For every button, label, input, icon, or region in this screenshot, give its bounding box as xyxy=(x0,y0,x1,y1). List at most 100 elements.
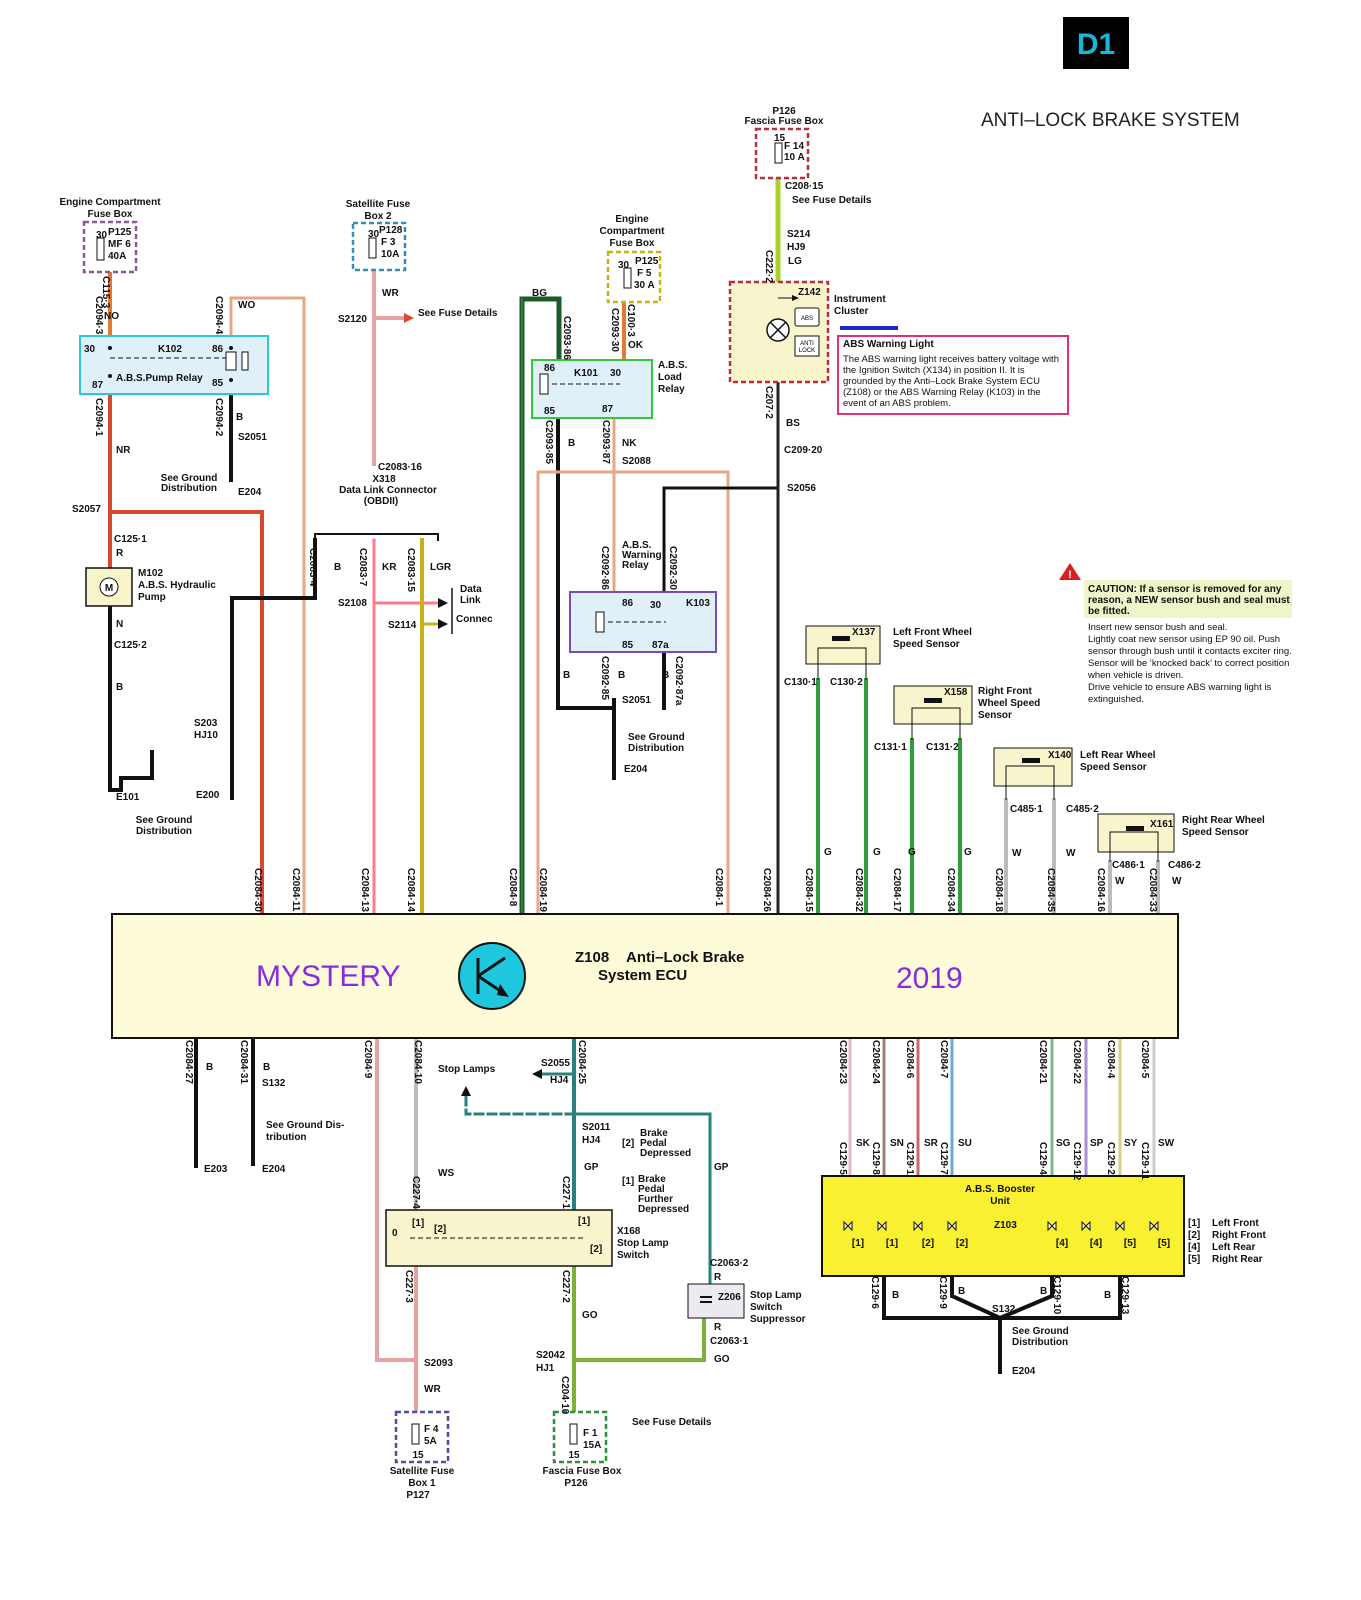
svg-text:[2]: [2] xyxy=(622,1138,634,1149)
svg-text:C100·3: C100·3 xyxy=(625,304,636,337)
svg-text:grounded by the Anti–Lock Brak: grounded by the Anti–Lock Brake System E… xyxy=(843,376,1040,387)
svg-text:Satellite Fuse: Satellite Fuse xyxy=(346,199,411,210)
svg-text:Depressed: Depressed xyxy=(638,1204,689,1215)
svg-text:W: W xyxy=(1012,848,1022,859)
wire-gp-2 xyxy=(572,1112,712,1286)
svg-text:X140: X140 xyxy=(1048,750,1072,761)
abs-warning-note: ABS Warning Light The ABS warning light … xyxy=(837,335,1069,415)
svg-text:[4]: [4] xyxy=(1188,1242,1200,1253)
svg-text:C204·10: C204·10 xyxy=(559,1376,570,1415)
svg-text:B: B xyxy=(116,682,123,693)
svg-text:B: B xyxy=(892,1290,899,1301)
svg-text:86: 86 xyxy=(622,598,634,609)
connector-label: C2084·16 xyxy=(1095,868,1106,912)
instrument-cluster-z142: ABS ANTI LOCK Z142 Instrument Cluster xyxy=(728,280,886,384)
svg-text:S203: S203 xyxy=(194,718,218,729)
svg-text:S2093: S2093 xyxy=(424,1358,453,1369)
wire-wo xyxy=(229,296,306,916)
svg-text:HJ1: HJ1 xyxy=(536,1363,555,1374)
svg-text:C2092·30: C2092·30 xyxy=(667,546,678,590)
wire-n-b xyxy=(108,604,154,792)
svg-text:C2092·86: C2092·86 xyxy=(599,546,610,590)
svg-text:Fascia Fuse Box: Fascia Fuse Box xyxy=(543,1466,622,1477)
svg-text:P125: P125 xyxy=(108,227,132,238)
svg-text:C227·2: C227·2 xyxy=(560,1270,571,1303)
svg-text:15A: 15A xyxy=(583,1440,601,1451)
svg-text:A.B.S. Booster: A.B.S. Booster xyxy=(965,1184,1035,1195)
svg-text:BS: BS xyxy=(786,418,800,429)
sensor-x140: X140 Left Rear Wheel Speed Sensor C485·1… xyxy=(993,747,1156,859)
svg-text:Fuse Box: Fuse Box xyxy=(609,238,654,249)
svg-text:reason, a NEW sensor bush and: reason, a NEW sensor bush and seal must xyxy=(1088,595,1290,606)
svg-text:30: 30 xyxy=(96,230,108,241)
svg-text:KR: KR xyxy=(382,562,397,573)
connector-label: C2084·31 xyxy=(238,1040,249,1084)
svg-text:See Ground: See Ground xyxy=(161,473,218,484)
svg-text:30: 30 xyxy=(368,229,380,240)
connector-label: C2084·9 xyxy=(362,1040,373,1079)
svg-text:HJ4: HJ4 xyxy=(550,1075,569,1086)
svg-text:B: B xyxy=(236,412,243,423)
svg-text:LG: LG xyxy=(788,256,802,267)
svg-text:Load: Load xyxy=(658,372,682,383)
svg-text:OK: OK xyxy=(628,340,644,351)
svg-text:A.B.S.Pump Relay: A.B.S.Pump Relay xyxy=(116,373,203,384)
svg-text:BG: BG xyxy=(532,288,547,299)
svg-text:Warning: Warning xyxy=(622,550,662,561)
svg-text:85: 85 xyxy=(212,378,224,389)
svg-text:15: 15 xyxy=(774,133,786,144)
svg-text:P126: P126 xyxy=(564,1478,588,1489)
svg-text:K102: K102 xyxy=(158,344,182,355)
svg-text:F 3: F 3 xyxy=(381,237,396,248)
svg-text:System ECU: System ECU xyxy=(598,967,687,984)
stop-lamp-switch-x168: 0 [1] [2] [1] [2] X168 Stop Lamp Switch xyxy=(385,1209,669,1267)
svg-text:X158: X158 xyxy=(944,687,968,698)
svg-text:[1]: [1] xyxy=(412,1218,424,1229)
svg-text:SW: SW xyxy=(1158,1138,1175,1149)
sensor-x158: X158 Right Front Wheel Speed Sensor C131… xyxy=(874,685,1040,858)
svg-text:C2063·1: C2063·1 xyxy=(710,1336,749,1347)
svg-text:Drive vehicle to ensure ABS wa: Drive vehicle to ensure ABS warning ligh… xyxy=(1088,682,1271,693)
connector-label: C2084·19 xyxy=(537,868,548,912)
connector-label: C2084·32 xyxy=(853,868,864,912)
svg-text:C207·2: C207·2 xyxy=(763,386,774,419)
fuse-p128: Satellite Fuse Box 2 30 P128 F 3 10A xyxy=(346,199,411,272)
svg-text:MYSTERY: MYSTERY xyxy=(256,960,400,993)
valve-tag: [5] xyxy=(1124,1238,1136,1249)
svg-text:C2093·85: C2093·85 xyxy=(543,420,554,464)
connector-label: C2084·33 xyxy=(1147,868,1158,912)
fuse-p125-mid: Engine Compartment Fuse Box 30 P125 F 5 … xyxy=(599,214,665,304)
page-title: ANTI–LOCK BRAKE SYSTEM xyxy=(981,110,1240,131)
svg-text:B: B xyxy=(1104,1290,1111,1301)
svg-text:A.B.S. Hydraulic: A.B.S. Hydraulic xyxy=(138,580,216,591)
svg-text:C2083·7: C2083·7 xyxy=(357,548,368,587)
svg-text:C486·1: C486·1 xyxy=(1112,860,1145,871)
svg-text:Engine Compartment: Engine Compartment xyxy=(59,197,161,208)
connector-label: C2084·21 xyxy=(1037,1040,1048,1084)
svg-text:X161: X161 xyxy=(1150,819,1174,830)
svg-text:GP: GP xyxy=(714,1162,729,1173)
svg-text:[2]: [2] xyxy=(434,1224,446,1235)
connector-label: C2084·15 xyxy=(803,868,814,912)
connector-label: C2084·26 xyxy=(761,868,772,912)
svg-text:Left Front Wheel: Left Front Wheel xyxy=(893,627,972,638)
svg-text:Fascia Fuse Box: Fascia Fuse Box xyxy=(745,116,824,127)
svg-text:[5]: [5] xyxy=(1188,1254,1200,1265)
svg-text:Speed Sensor: Speed Sensor xyxy=(1182,827,1249,838)
svg-text:See Ground: See Ground xyxy=(136,815,193,826)
svg-text:E101: E101 xyxy=(116,792,140,803)
svg-text:10 A: 10 A xyxy=(784,152,805,163)
svg-text:tribution: tribution xyxy=(266,1132,307,1143)
svg-text:W: W xyxy=(1115,876,1125,887)
sensor-x161: X161 Right Rear Wheel Speed Sensor C486·… xyxy=(1097,813,1265,887)
svg-text:P126: P126 xyxy=(772,106,796,117)
svg-text:Left Rear: Left Rear xyxy=(1212,1242,1255,1253)
svg-text:B: B xyxy=(206,1062,213,1073)
svg-text:F 4: F 4 xyxy=(424,1424,439,1435)
svg-text:The ABS warning light receives: The ABS warning light receives battery v… xyxy=(843,354,1059,365)
connector-label: C129·10 xyxy=(1051,1276,1062,1315)
svg-text:X137: X137 xyxy=(852,627,876,638)
svg-text:SP: SP xyxy=(1090,1138,1104,1149)
svg-text:85: 85 xyxy=(544,406,556,417)
